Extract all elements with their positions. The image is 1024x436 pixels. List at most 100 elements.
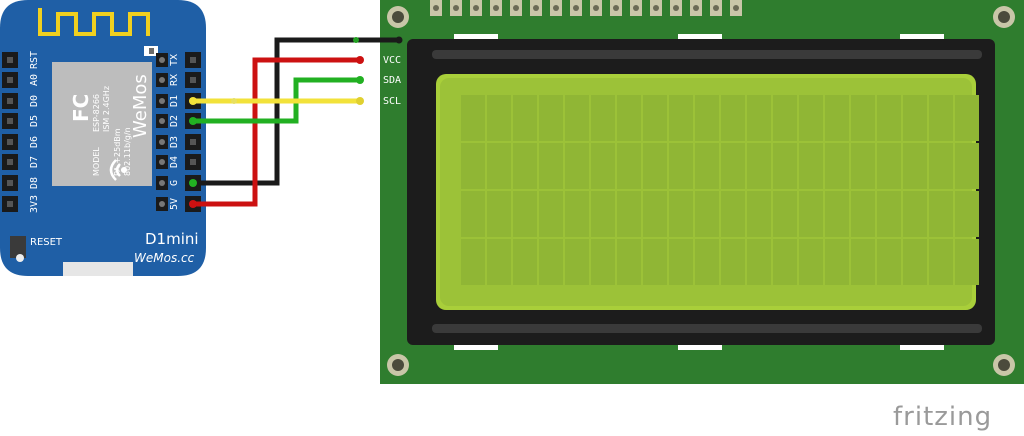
wire-gnd (193, 37, 399, 186)
board-pin-hole (7, 77, 13, 83)
lcd-char-cell (461, 239, 485, 285)
lcd-char-cell (747, 191, 771, 237)
lcd-char-cell (955, 143, 979, 189)
left-pin-label: D6 (29, 136, 40, 148)
lcd-header-hole (613, 5, 619, 11)
frame-tab (454, 344, 498, 350)
module-model-label: MODEL (92, 147, 101, 176)
mounting-hole (387, 6, 409, 28)
lcd-header-hole (633, 5, 639, 11)
left-pin-label: A0 (29, 74, 40, 86)
board-inner-pin-hole (159, 159, 165, 165)
lcd-char-cell (799, 239, 823, 285)
wire-end (356, 97, 364, 105)
lcd-char-cell (695, 239, 719, 285)
lcd-char-cell (877, 191, 901, 237)
wire-end (395, 36, 403, 44)
lcd-header-hole (453, 5, 459, 11)
module-model: ESP-8266 (92, 94, 101, 132)
lcd-char-cell (487, 143, 511, 189)
left-pin-label: D8 (29, 177, 40, 189)
board-inner-pin-hole (159, 180, 165, 186)
right-pin-label: D3 (169, 136, 180, 148)
lcd-char-cell (565, 239, 589, 285)
fritzing-logo: fritzing (893, 402, 992, 432)
lcd-char-cell (513, 239, 537, 285)
lcd-char-cell (721, 191, 745, 237)
lcd-header-hole (433, 5, 439, 11)
lcd-header-hole (593, 5, 599, 11)
lcd-char-cell (955, 95, 979, 141)
lcd-char-cell (669, 95, 693, 141)
lcd-char-cell (773, 191, 797, 237)
fcc-logo: FC (69, 94, 93, 122)
lcd-char-cell (929, 143, 953, 189)
lcd-char-cell (825, 95, 849, 141)
right-pin-label: RX (169, 74, 180, 86)
esp-shield (52, 62, 152, 186)
lcd-header-hole (573, 5, 579, 11)
usb-connector (63, 262, 133, 276)
lcd-header-hole (553, 5, 559, 11)
lcd-char-cell (565, 191, 589, 237)
right-pin-label: 5V (169, 198, 180, 210)
board-pin-hole (7, 57, 13, 63)
lcd-char-cell (695, 143, 719, 189)
module-logo: WeMos (130, 74, 151, 138)
reset-label: RESET (30, 237, 63, 248)
lcd-char-cell (513, 191, 537, 237)
lcd-char-cell (591, 191, 615, 237)
lcd-header-hole (673, 5, 679, 11)
frame-slot-bottom (432, 324, 982, 333)
lcd-char-cell (565, 95, 589, 141)
lcd-char-cell (825, 239, 849, 285)
lcd-char-cell (721, 239, 745, 285)
right-pin-label: TX (169, 54, 180, 66)
module-power: PA +25dBm (113, 128, 122, 176)
lcd-header-pins (430, 0, 742, 16)
reset-button[interactable] (10, 236, 26, 258)
lcd-char-cell (773, 95, 797, 141)
lcd-char-cell (955, 191, 979, 237)
lcd-char-cell (669, 191, 693, 237)
lcd-char-cell (617, 95, 641, 141)
lcd-char-cell (799, 143, 823, 189)
lcd-char-cell (851, 95, 875, 141)
board-inner-pin-hole (159, 77, 165, 83)
lcd-header-hole (713, 5, 719, 11)
lcd-pin-label-scl: SCL (383, 96, 401, 107)
mounting-hole (993, 354, 1015, 376)
board-pin-hole (7, 98, 13, 104)
wire-end (189, 117, 197, 125)
lcd-char-cell (825, 191, 849, 237)
lcd-char-cell (877, 95, 901, 141)
lcd-char-cell (851, 143, 875, 189)
lcd-char-cell (903, 143, 927, 189)
lcd-header-hole (733, 5, 739, 11)
lcd-header-hole (533, 5, 539, 11)
lcd-header-hole (653, 5, 659, 11)
lcd-header-hole (693, 5, 699, 11)
left-pin-label: D5 (29, 115, 40, 127)
lcd-char-cell (643, 191, 667, 237)
lcd-char-cell (487, 95, 511, 141)
board-pin-hole (7, 159, 13, 165)
lcd-char-cell (487, 191, 511, 237)
lcd-char-cell (721, 95, 745, 141)
left-pin-label: D7 (29, 156, 40, 168)
mounting-hole (993, 6, 1015, 28)
lcd-char-cell (669, 239, 693, 285)
lcd-char-cell (903, 95, 927, 141)
frame-tab (900, 344, 944, 350)
lcd-char-cell (643, 143, 667, 189)
lcd-char-cell (955, 239, 979, 285)
lcd-char-cell (461, 191, 485, 237)
lcd-module: VCC SDA SCL (380, 0, 1024, 384)
lcd-header-hole (513, 5, 519, 11)
lcd-char-cell (539, 143, 563, 189)
right-pin-label: D4 (169, 156, 180, 168)
lcd-char-cell (565, 143, 589, 189)
frame-tab (454, 34, 498, 40)
antenna-trace (38, 8, 150, 36)
